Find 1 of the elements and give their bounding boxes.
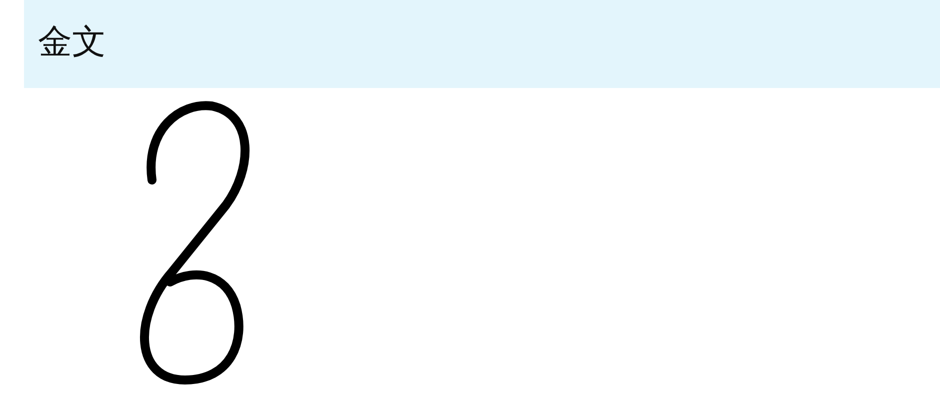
title: 金文	[38, 21, 106, 64]
